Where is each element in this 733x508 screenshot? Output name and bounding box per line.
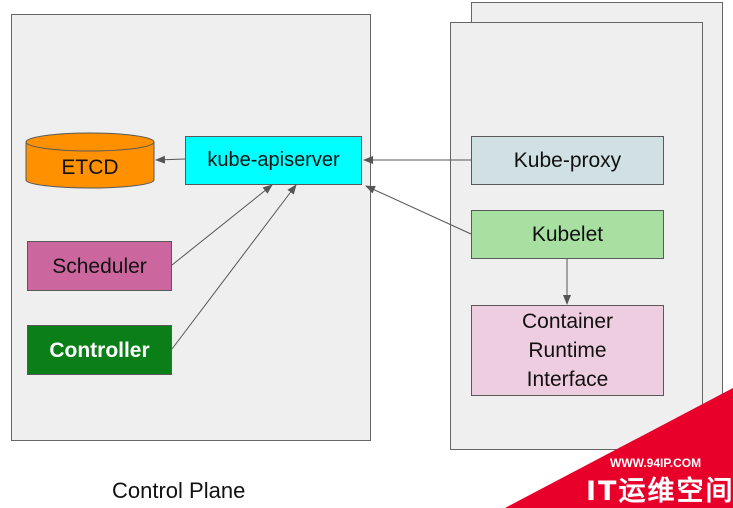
arrow-scheduler-to-apiserver: [171, 184, 273, 266]
container-runtime-interface-box: Container Runtime Interface: [471, 305, 664, 396]
etcd-database-icon: ETCD: [25, 132, 155, 189]
watermark-url: WWW.94IP.COM: [610, 456, 701, 470]
arrow-apiserver-to-etcd: [155, 155, 186, 164]
kube-proxy-box: Kube-proxy: [471, 136, 664, 185]
control-plane-label: Control Plane: [112, 478, 246, 503]
arrow-controller-to-apiserver: [171, 184, 297, 350]
scheduler-box: Scheduler: [27, 241, 172, 291]
watermark-name: IT运维空间: [586, 475, 733, 507]
etcd-label: ETCD: [61, 156, 118, 179]
kube-apiserver-box: kube-apiserver: [185, 136, 362, 185]
watermark: WWW.94IP.COM IT运维空间: [505, 388, 733, 508]
watermark-triangle: [505, 388, 733, 508]
arrow-kubelet-to-apiserver: [365, 185, 472, 235]
kubelet-box: Kubelet: [471, 210, 664, 259]
controller-box: Controller: [27, 325, 172, 375]
